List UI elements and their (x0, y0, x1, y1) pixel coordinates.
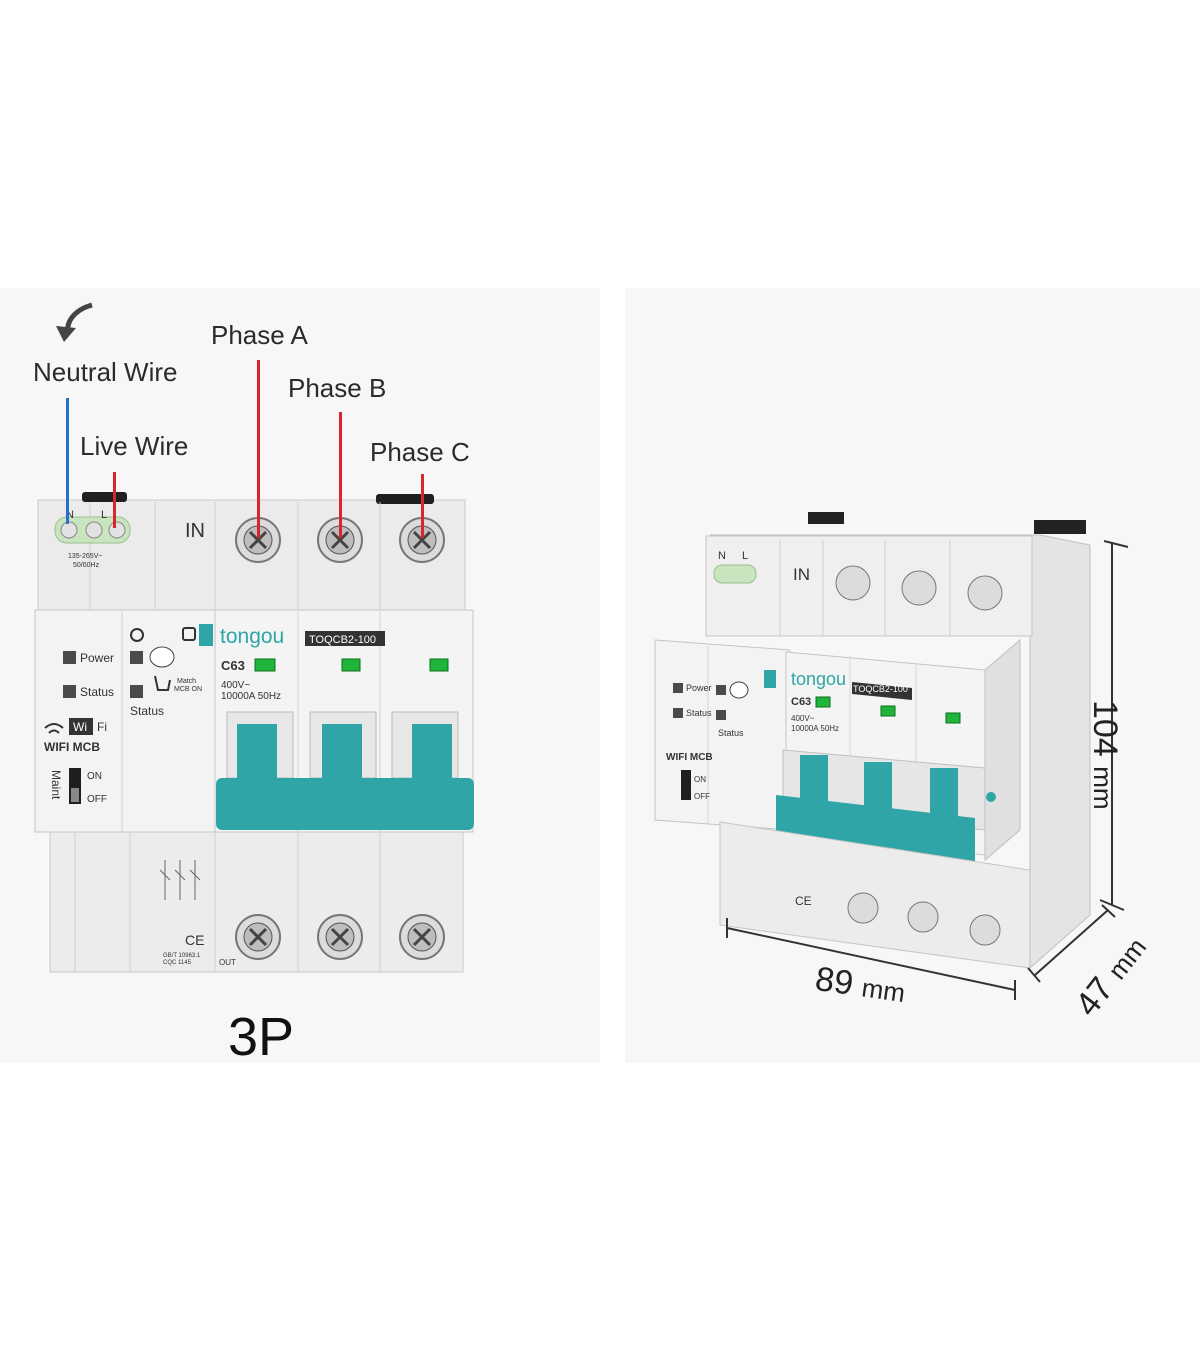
voltage-spec-3d: 400V~ (791, 714, 815, 723)
neutral-wire-label: Neutral Wire (33, 357, 178, 387)
out-label: OUT (219, 958, 236, 967)
status-label: Status (80, 685, 114, 699)
breaker-indicator (254, 658, 276, 672)
variant-label: 3P (228, 1007, 295, 1067)
lock-icon (182, 627, 196, 641)
status-label-3d: Status (686, 708, 712, 718)
off-label: OFF (87, 794, 107, 805)
circuit-symbol-icon (159, 860, 201, 900)
height-value: 104 (1086, 700, 1124, 757)
voltage-spec: 400V~ (221, 680, 250, 691)
supply-freq-text: 50/60Hz (73, 562, 100, 569)
terminal-l-label: L (101, 509, 107, 521)
off-label-3d: OFF (694, 792, 710, 801)
wifi-mcb-label-3d: WIFI MCB (666, 752, 713, 763)
screw-terminal-a (235, 517, 281, 563)
ce-mark: CE (185, 932, 204, 948)
breaker-indicator (341, 658, 361, 672)
live-wire-label: Live Wire (80, 431, 189, 461)
phase-c-label: Phase C (370, 437, 470, 467)
terminal-l-label-3d: L (742, 550, 748, 562)
status-caption: Status (130, 704, 164, 718)
brand-logo-3d: tongou (791, 669, 846, 689)
screw-terminal-out-3 (399, 914, 445, 960)
supply-text: 135-265V~ (68, 553, 102, 560)
power-label-3d: Power (686, 683, 712, 693)
brand-logo: tongou (220, 625, 284, 648)
wifi-icon (44, 723, 64, 734)
breaker-handle[interactable] (216, 778, 474, 830)
dimension-lines (726, 540, 1129, 1000)
phase-a-wire (257, 360, 260, 538)
height-dimension: 104 mm (1085, 700, 1124, 810)
live-wire-line (113, 472, 116, 528)
model-label-3d: TOQCB2-100 (853, 684, 908, 694)
width-unit: mm (859, 972, 908, 1009)
hand-icon (154, 675, 171, 691)
din-clip (376, 494, 434, 504)
wifi-wi-label: Wi (73, 720, 87, 734)
screw-terminal-out-2 (317, 914, 363, 960)
curved-arrow-icon (56, 302, 93, 342)
terminal-n-label-3d: N (718, 550, 726, 562)
on-label: ON (87, 771, 102, 782)
match-label: Match (177, 678, 196, 685)
power-led (63, 651, 76, 664)
standard-1: GB/T 10963.1 (163, 953, 201, 959)
on-label-3d: ON (694, 775, 706, 784)
mcb-on-label: MCB ON (174, 686, 202, 693)
phase-b-wire (339, 412, 342, 538)
current-spec-3d: 10000A 50Hz (791, 724, 839, 733)
standard-2: CQC 1145 (163, 960, 192, 966)
terminal-n-label: N (66, 509, 74, 521)
wifi-badge (69, 718, 93, 735)
din-clip (82, 492, 127, 502)
power-label: Power (80, 651, 114, 665)
current-spec: 10000A 50Hz (221, 691, 281, 702)
phase-c-wire (421, 474, 424, 538)
height-unit: mm (1088, 766, 1118, 810)
rating-label-3d: C63 (791, 696, 811, 708)
screw-terminal-c (399, 517, 445, 563)
in-label-3d: IN (793, 565, 810, 584)
width-value: 89 (812, 959, 856, 1003)
in-label: IN (185, 520, 205, 542)
status-caption-3d: Status (718, 728, 744, 738)
maint-label: Maint (49, 770, 63, 800)
screw-terminal-out-1 (235, 914, 281, 960)
breaker-indicator (429, 658, 449, 672)
phase-b-label: Phase B (288, 373, 387, 403)
perspective-breaker (654, 512, 1091, 970)
model-label: TOQCB2-100 (309, 634, 376, 646)
pair-button[interactable] (149, 646, 175, 668)
rating-label: C63 (221, 658, 245, 673)
sun-icon (130, 628, 144, 642)
wifi-mcb-label: WIFI MCB (44, 740, 100, 754)
ce-mark-3d: CE (795, 894, 812, 908)
wifi-fi-label: Fi (97, 720, 107, 734)
neutral-wire-line (66, 398, 69, 524)
control-module (34, 609, 216, 833)
phase-a-label: Phase A (211, 320, 308, 350)
status-led (63, 685, 76, 698)
